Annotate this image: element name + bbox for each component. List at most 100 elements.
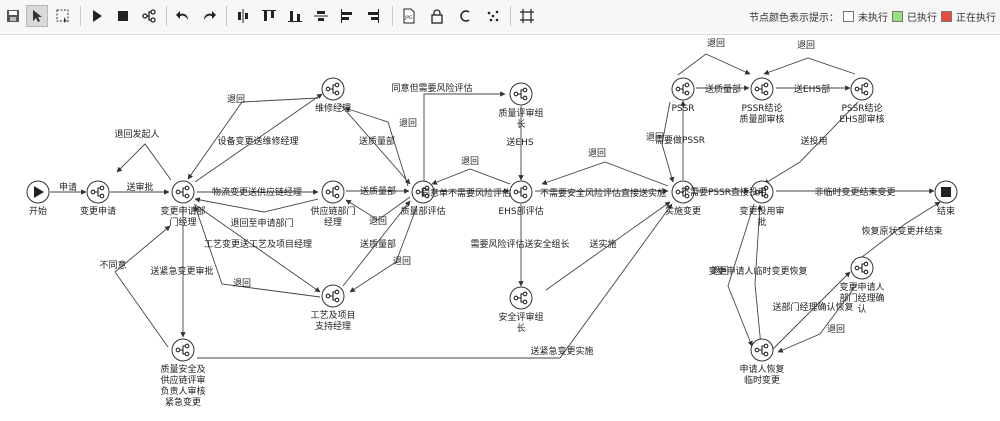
node-end[interactable]: 结束	[934, 180, 958, 217]
edge-label: 退回	[461, 156, 479, 167]
diagram-nodes: 开始 变更申请 变更申请部门经理 维修经理 供应链部门经理 工艺及项目支持经理 …	[26, 77, 958, 408]
edge-label: 申请	[59, 181, 77, 193]
node-quality-supply-review[interactable]: 质量安全及供应链评审负责人审核紧急变更	[160, 338, 206, 408]
pointer-tool-button[interactable]	[26, 5, 48, 27]
align-bottom-button[interactable]	[284, 5, 306, 27]
legend-swatch-not-executed	[843, 11, 854, 22]
edge	[754, 204, 763, 347]
refresh-button[interactable]	[454, 5, 476, 27]
task-node-button[interactable]	[138, 5, 160, 27]
node-commissioning-approval[interactable]: 变更投用审批	[739, 180, 785, 228]
legend-label-not-executed: 未执行	[858, 13, 888, 24]
edge	[777, 283, 858, 353]
node-pssr[interactable]: PSSR	[671, 77, 695, 114]
edge-label: 退回	[369, 216, 387, 227]
node-quality-review-lead[interactable]: 质量评审组长	[498, 82, 544, 130]
edge-label: 退回	[588, 148, 606, 159]
c-refresh-icon	[460, 10, 470, 22]
undo-button[interactable]	[172, 5, 194, 27]
toolbar: JPG 节点颜色表示提示： 未执行 已执行 正在执行	[0, 0, 1000, 35]
align-left-icon	[341, 9, 352, 23]
edge-label: 不需要PSSR直接投用	[681, 186, 767, 198]
lock-button[interactable]	[426, 5, 448, 27]
save-button[interactable]	[2, 5, 24, 27]
edge-label: 变更申请人临时变更恢复	[708, 265, 807, 277]
edge-label: 送部门经理确认恢复	[772, 301, 853, 313]
scatter-layout-button[interactable]	[482, 5, 504, 27]
edge-label: 送实施	[589, 238, 616, 250]
frame-icon	[520, 9, 534, 23]
edge	[727, 203, 755, 347]
edge	[116, 143, 172, 181]
node-label: PSSR结论质量部审核	[739, 102, 784, 125]
edge	[677, 53, 751, 76]
edge-label: 同意单不需要风险评估	[421, 187, 511, 199]
edge	[763, 57, 856, 75]
edge	[763, 101, 859, 185]
node-label: 质量安全及供应链评审负责人审核紧急变更	[160, 363, 205, 408]
edge-label: 退回	[707, 38, 725, 49]
edge-label: 不同意	[99, 259, 126, 271]
edge	[193, 203, 321, 293]
edge-label: 送审批	[126, 181, 153, 193]
end-node-button[interactable]	[112, 5, 134, 27]
workflow-canvas[interactable]: 开始 变更申请 变更申请部门经理 维修经理 供应链部门经理 工艺及项目支持经理 …	[0, 34, 1000, 421]
edge-label: 设备变更送维修经理	[217, 135, 298, 147]
legend-label-executed: 已执行	[907, 13, 937, 24]
edge	[187, 97, 319, 180]
align-middle-button[interactable]	[310, 5, 332, 27]
node-label: EHS部评估	[498, 205, 543, 217]
edge-label: 送质量部	[360, 238, 396, 250]
node-label: 维修经理	[315, 102, 351, 114]
node-quality-assessment[interactable]: 质量部评估	[400, 180, 446, 217]
play-icon	[93, 10, 102, 22]
stop-icon	[118, 11, 128, 21]
node-requester-manager-confirm[interactable]: 变更申请人部门经理确认	[839, 256, 885, 315]
node-implement-change[interactable]: 实施变更	[665, 180, 701, 217]
edge-label: 退回	[393, 256, 411, 267]
edge-label: 退回至申请部门	[230, 217, 293, 229]
undo-icon	[176, 11, 188, 20]
align-right-button[interactable]	[362, 5, 384, 27]
node-label: 质量部评估	[400, 205, 445, 217]
node-requester-dept-manager[interactable]: 变更申请部门经理	[160, 180, 206, 228]
edge-label: 送质量部	[359, 135, 395, 147]
start-node-button[interactable]	[86, 5, 108, 27]
edge	[197, 203, 673, 359]
edge	[861, 201, 941, 258]
lock-icon	[431, 9, 443, 24]
node-requester-restore[interactable]: 申请人恢复临时变更	[739, 338, 785, 386]
node-pssr-quality-review[interactable]: PSSR结论质量部审核	[739, 77, 785, 125]
redo-button[interactable]	[198, 5, 220, 27]
edge	[194, 197, 319, 213]
node-change-request[interactable]: 变更申请	[80, 180, 116, 217]
node-safety-review-lead[interactable]: 安全评审组长	[498, 286, 544, 334]
node-label: 申请人恢复临时变更	[739, 363, 784, 386]
node-ehs-assessment[interactable]: EHS部评估	[498, 180, 544, 217]
align-center-v-icon	[238, 9, 248, 23]
export-jpg-button[interactable]: JPG	[398, 5, 420, 27]
node-maintenance-manager[interactable]: 维修经理	[315, 77, 351, 114]
align-left-button[interactable]	[336, 5, 358, 27]
legend-title: 节点颜色表示提示：	[749, 13, 839, 24]
edge-label: 工艺变更送工艺及项目经理	[204, 238, 312, 250]
align-bottom-icon	[288, 11, 302, 22]
fit-canvas-button[interactable]	[516, 5, 538, 27]
edge	[545, 201, 671, 291]
align-center-vertical-button[interactable]	[232, 5, 254, 27]
node-process-project-manager[interactable]: 工艺及项目支持经理	[310, 284, 356, 332]
edge-label: 需要风险评估送安全组长	[470, 238, 569, 250]
edge-label: 需要做PSSR	[655, 134, 705, 146]
edge-label: 送质量部	[360, 185, 396, 197]
edge-label: 退回	[399, 118, 417, 129]
marquee-select-button[interactable]	[52, 5, 74, 27]
edge-label: 送紧急变更实施	[530, 345, 593, 357]
edge-label: 同意但需要风险评估	[391, 82, 472, 94]
node-label: 变更申请人部门经理确认	[839, 281, 884, 315]
edge	[431, 168, 511, 185]
node-supply-chain-manager[interactable]: 供应链部门经理	[310, 180, 356, 228]
edge-label: 送质量部	[705, 83, 741, 95]
align-top-button[interactable]	[258, 5, 280, 27]
node-start[interactable]: 开始	[26, 180, 50, 217]
